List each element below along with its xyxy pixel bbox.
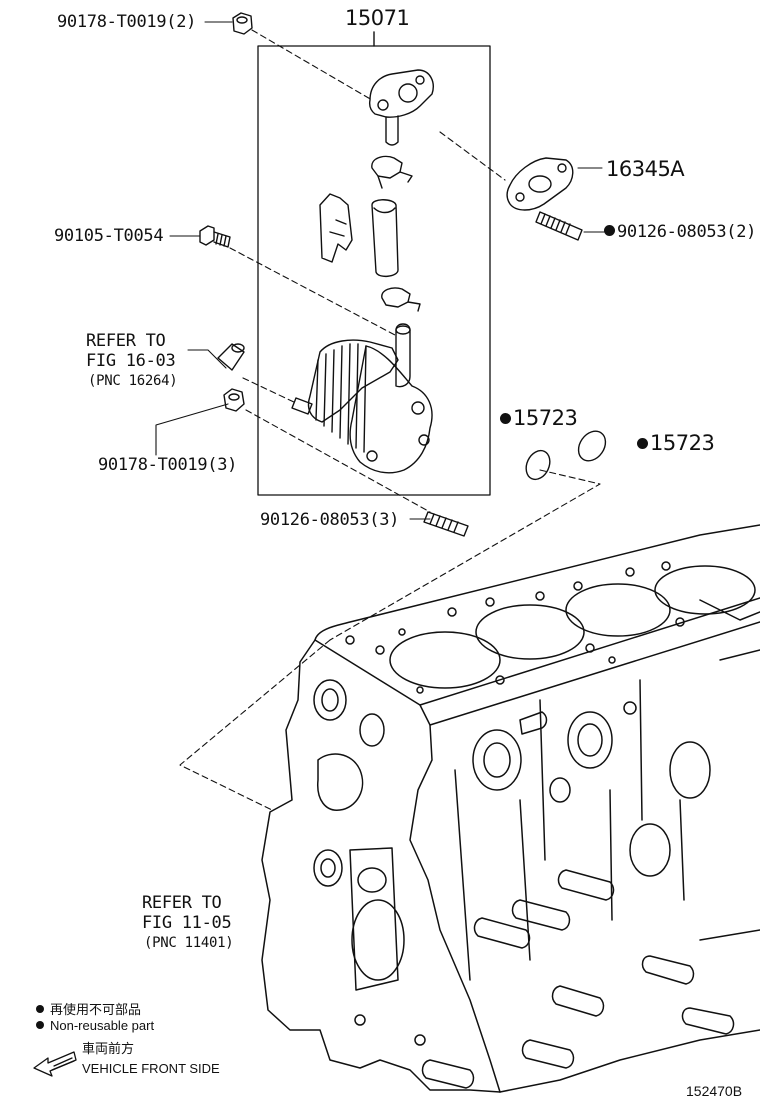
- nonreusable-dot-icon: [36, 1021, 44, 1029]
- hose: [371, 199, 399, 277]
- label-nut-top: 90178-T0019(2): [57, 12, 197, 32]
- leader-lines: [155, 21, 605, 520]
- label-oring-b: 15723: [637, 431, 715, 455]
- nut-top: [232, 12, 253, 35]
- label-gasket: 16345A: [606, 157, 685, 181]
- label-stud-bottom: 90126-08053(3): [260, 510, 400, 530]
- ref1-line2: FIG 16-03: [86, 351, 176, 371]
- diagram-id: 152470B: [686, 1083, 743, 1099]
- legend-front-ja: 車両前方: [82, 1041, 135, 1056]
- oil-cooler: [291, 323, 433, 474]
- engine-block: [261, 524, 760, 1093]
- pipe: [217, 343, 245, 371]
- nonreusable-dot-icon: [637, 438, 648, 449]
- legend-nonreusable-en: Non-reusable part: [36, 1018, 154, 1034]
- stud-right-text: 90126-08053(2): [617, 222, 757, 242]
- bracket: [319, 193, 353, 263]
- label-assembly: 15071: [345, 6, 410, 30]
- ref2-line1: REFER TO: [142, 893, 222, 913]
- nonreusable-dot-icon: [500, 413, 511, 424]
- oring-b: [577, 430, 607, 462]
- legend-nonreusable-en-text: Non-reusable part: [50, 1018, 155, 1033]
- oring-a-text: 15723: [513, 406, 578, 430]
- label-bolt-left: 90105-T0054: [54, 226, 164, 246]
- oring-b-text: 15723: [650, 431, 715, 455]
- ref1-line1: REFER TO: [86, 331, 166, 351]
- stud-right: [535, 211, 583, 241]
- front-arrow-icon: [33, 1051, 77, 1077]
- dashed-lines: [179, 29, 601, 811]
- clamp-lower: [381, 287, 421, 312]
- clamp-upper: [371, 155, 413, 189]
- gasket: [506, 157, 574, 211]
- ref1-line3: (PNC 16264): [88, 373, 178, 389]
- legend-front-en: VEHICLE FRONT SIDE: [82, 1061, 220, 1076]
- label-stud-right: 90126-08053(2): [604, 222, 756, 242]
- nonreusable-dot-icon: [36, 1005, 44, 1013]
- stud-bottom: [423, 511, 469, 537]
- legend-nonreusable-ja-text: 再使用不可部品: [50, 1002, 142, 1017]
- ref2-line3: (PNC 11401): [144, 935, 234, 951]
- oring-a: [525, 449, 551, 481]
- nut-bottom: [223, 388, 245, 412]
- bolt-left: [199, 225, 231, 248]
- ref2-line2: FIG 11-05: [142, 913, 232, 933]
- legend-nonreusable-ja: 再使用不可部品: [36, 1002, 141, 1018]
- label-nut-bottom: 90178-T0019(3): [98, 455, 238, 475]
- label-oring-a: 15723: [500, 406, 578, 430]
- flange: [368, 69, 434, 146]
- nonreusable-dot-icon: [604, 225, 615, 236]
